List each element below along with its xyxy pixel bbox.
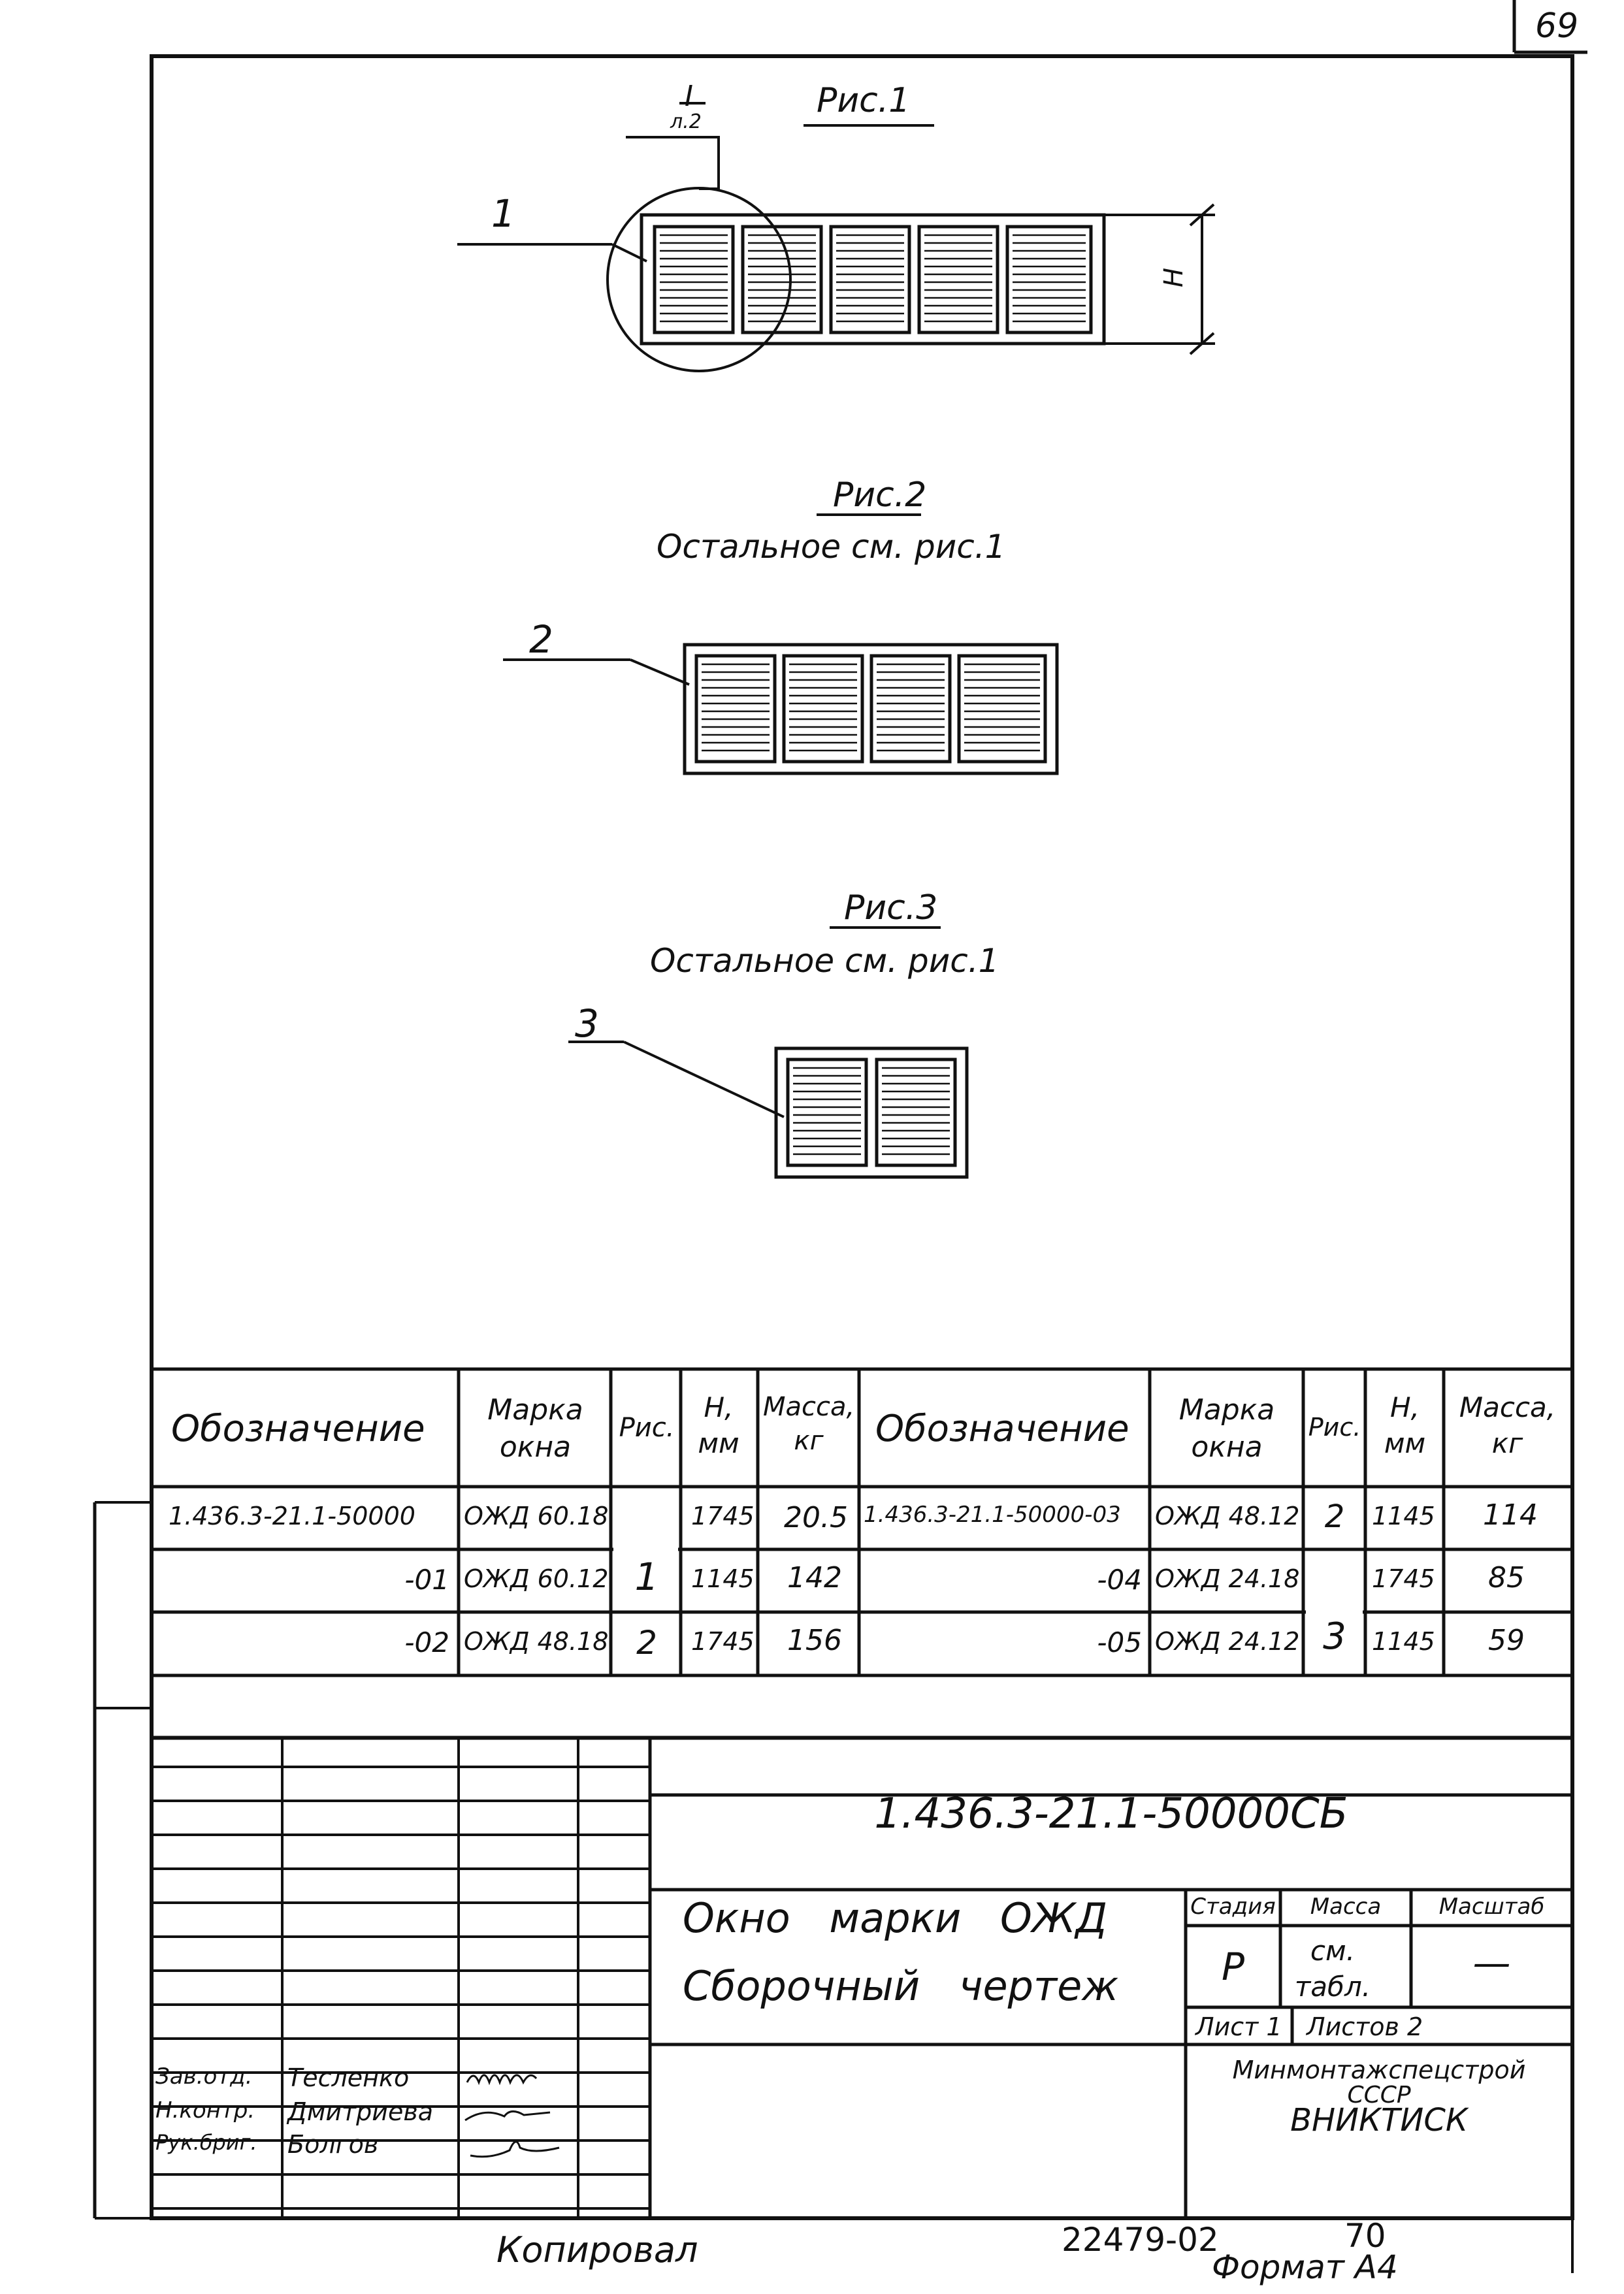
org-line-3: ВНИКТИСК: [1290, 2102, 1468, 2139]
table-row-6-mass: 59: [1488, 1624, 1525, 1657]
table-row-6-mark: ОЖД 24.12: [1155, 1627, 1300, 1656]
sig-name-3: Болгов: [287, 2130, 379, 2159]
header-fig-2: Рис.: [1308, 1413, 1361, 1442]
header-fig: Рис.: [619, 1413, 675, 1443]
table-row-1-mass: 20.5: [784, 1501, 848, 1534]
fig3-note: Остальное см. рис.1: [650, 942, 999, 980]
fig2-window: [683, 643, 1059, 775]
header-mark: Марка окна: [487, 1393, 583, 1464]
fig2-note: Остальное см. рис.1: [657, 528, 1006, 566]
sheets-label: Листов 2: [1307, 2012, 1423, 2041]
table-row-6-h: 1145: [1372, 1627, 1435, 1656]
table-row-1-mark: ОЖД 60.18: [464, 1502, 609, 1530]
table-row-5-h: 1745: [1372, 1564, 1435, 1593]
table-row-3-mark: ОЖД 48.18: [464, 1627, 609, 1656]
stage-label: Стадия: [1190, 1894, 1276, 1920]
table-row-5-designation: -04: [1097, 1564, 1142, 1596]
fig1-title: Рис.1: [817, 81, 911, 120]
table-row-3-h: 1745: [691, 1627, 755, 1656]
sig-name-1: Тесленко: [287, 2063, 410, 2092]
scale-value: —: [1472, 1941, 1511, 1985]
table-row-1-designation: 1.436.3-21.1-50000: [169, 1502, 415, 1530]
doc-code: 1.436.3-21.1-50000СБ: [874, 1790, 1348, 1838]
header-designation-2: Обозначение: [875, 1408, 1129, 1450]
table-row-5-mass: 85: [1488, 1561, 1525, 1594]
table-fig-merged-left: 1: [634, 1555, 659, 1599]
table-row-4-fig: 2: [1324, 1498, 1345, 1535]
table-row-1-h: 1745: [691, 1502, 755, 1530]
title-line-1: Окно марки ОЖД: [683, 1894, 1108, 1942]
table-row-2-mark: ОЖД 60.12: [464, 1564, 609, 1593]
fig3-callout: 3: [575, 1001, 599, 1046]
fig1-dimension-h: H: [1159, 267, 1190, 288]
scale-label: Масштаб: [1438, 1894, 1545, 1920]
org-line-1: Минмонтажспецстрой: [1232, 2056, 1526, 2084]
fig2-callout: 2: [529, 617, 553, 662]
title-block-grid: [152, 1736, 1572, 2218]
table-row-4-h: 1145: [1372, 1502, 1435, 1530]
table-row-4-mass: 114: [1483, 1498, 1538, 1532]
sheet-number: 69: [1535, 7, 1579, 46]
table-fig-merged-right: 3: [1323, 1615, 1346, 1658]
table-row-6-designation: -05: [1097, 1626, 1142, 1658]
signature-bolgov: [470, 2141, 560, 2158]
table-fig-last-left: 2: [636, 1624, 657, 1662]
sig-role-1: Зав.отд.: [155, 2063, 253, 2090]
fig1-callout: 1: [491, 191, 515, 236]
title-line-2: Сборочный чертеж: [683, 1962, 1119, 2010]
table-row-2-h: 1145: [691, 1564, 755, 1593]
table-row-2-mass: 142: [787, 1561, 842, 1594]
page-number: 70: [1344, 2217, 1386, 2255]
signature-dmitrieva: [464, 2110, 551, 2122]
format-label: Формат А4: [1212, 2248, 1398, 2286]
fig1-section-mark: I: [685, 80, 693, 113]
copied-label: Копировал: [496, 2229, 698, 2270]
fig2-title: Рис.2: [833, 476, 927, 515]
sig-name-2: Дмитриева: [287, 2097, 434, 2126]
fig1-section-ref: л.2: [670, 110, 702, 133]
header-mass: Масса, кг: [763, 1392, 855, 1456]
fig1-window: [640, 213, 1106, 346]
table-row-2-designation: -01: [404, 1564, 449, 1596]
header-designation: Обозначение: [171, 1408, 425, 1450]
mass-value: см. табл.: [1294, 1935, 1371, 2003]
fig1-louvers: [660, 234, 1086, 323]
sig-role-2: Н.контр.: [155, 2097, 255, 2124]
sig-role-3: Рук.бриг.: [155, 2130, 257, 2155]
table-row-3-mass: 156: [787, 1624, 842, 1657]
table-row-3-designation: -02: [404, 1626, 449, 1658]
archive-number: 22479-02: [1062, 2221, 1219, 2259]
mass-label: Масса: [1310, 1894, 1382, 1920]
org-line-2: СССР: [1347, 2082, 1411, 2108]
header-mark-2: Марка окна: [1178, 1393, 1275, 1464]
header-mass-2: Масса, кг: [1459, 1391, 1556, 1459]
signature-teslenko: [466, 2074, 538, 2086]
header-h-2: Н, мм: [1384, 1391, 1426, 1459]
table-row-4-designation: 1.436.3-21.1-50000-03: [864, 1502, 1121, 1528]
table-row-4-mark: ОЖД 48.12: [1155, 1502, 1300, 1530]
stage-value: Р: [1222, 1945, 1244, 1989]
signature-grid: [152, 1737, 650, 2218]
fig3-title: Рис.3: [844, 888, 938, 928]
sheet-label: Лист 1: [1195, 2012, 1282, 2041]
table-row-5-mark: ОЖД 24.18: [1155, 1564, 1300, 1593]
header-h: Н, мм: [698, 1391, 739, 1459]
